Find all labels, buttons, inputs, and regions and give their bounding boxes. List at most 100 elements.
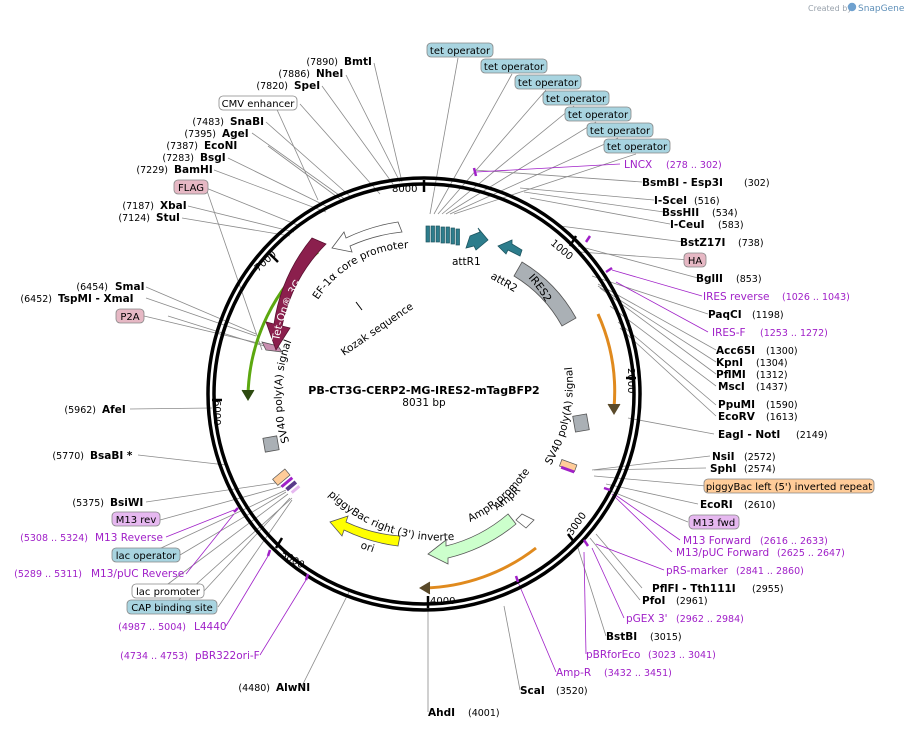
site-pos: (1312) xyxy=(756,370,788,381)
site-pos: (2572) xyxy=(744,452,776,463)
svg-text:CMV enhancer: CMV enhancer xyxy=(222,99,296,110)
svg-text:tet operator: tet operator xyxy=(546,94,607,105)
site-pos: (1613) xyxy=(766,412,798,423)
svg-text:lac operator: lac operator xyxy=(116,551,177,562)
svg-text:lac promoter: lac promoter xyxy=(136,587,201,598)
ampr-promoter-block xyxy=(515,513,535,529)
primer-name: pGEX 3' xyxy=(626,613,668,625)
tick-label-8000: 8000 xyxy=(392,184,417,195)
plasmid-name: PB-CT3G-CERP2-MG-IRES2-mTagBFP2 xyxy=(308,384,539,397)
site-name: ScaI xyxy=(520,685,545,697)
box-lac-promoter: lac promoter xyxy=(131,583,205,599)
site-name: SphI xyxy=(710,463,736,475)
primer-name: M13/pUC Forward xyxy=(676,547,769,559)
ampr-arrow xyxy=(427,513,517,565)
site-name: NheI xyxy=(316,68,343,80)
site-pos: (4480) xyxy=(238,683,270,694)
site-name: KpnI xyxy=(716,357,743,369)
site-pos: (7395) xyxy=(184,129,216,140)
plasmid-length: 8031 bp xyxy=(402,397,446,409)
site-name: XbaI xyxy=(160,200,187,212)
svg-text:tet operator: tet operator xyxy=(484,62,545,73)
svg-text:FLAG: FLAG xyxy=(178,183,204,194)
primer-name: M13/pUC Reverse xyxy=(91,568,184,580)
site-pos: (4001) xyxy=(468,708,500,719)
tet-operator-blocks xyxy=(425,225,460,246)
primer-name: M13 Reverse xyxy=(95,532,163,544)
site-name: AgeI xyxy=(222,128,249,140)
sv40-left-block xyxy=(262,435,280,453)
piggybac-right-block xyxy=(272,468,301,494)
site-pos: (6452) xyxy=(20,294,52,305)
site-name: PflFI - Tth111I xyxy=(652,583,736,595)
site-pos: (534) xyxy=(712,208,738,219)
orange-arc-bottom xyxy=(423,546,537,590)
attr2-arrow xyxy=(497,239,523,257)
left-primer-labels: (5308 .. 5324) M13 Reverse (5289 .. 5311… xyxy=(14,532,260,662)
site-name: Acc65I xyxy=(716,345,755,357)
site-pos: (7387) xyxy=(166,141,198,152)
tick-label-3000: 3000 xyxy=(565,511,589,538)
primer-name: L4440 xyxy=(194,621,227,633)
site-pos: (2149) xyxy=(796,430,828,441)
ef1a-label: EF-1α core promoter xyxy=(310,239,409,302)
primer-pos: (2962 .. 2984) xyxy=(676,614,744,625)
primer-ring-marks xyxy=(233,167,613,583)
svg-text:tet operator: tet operator xyxy=(430,46,491,57)
box-p2a: P2A xyxy=(115,308,145,324)
site-name: AlwNI xyxy=(276,682,310,694)
site-name: BamHI xyxy=(174,164,213,176)
site-pos: (7229) xyxy=(136,165,168,176)
box-m13rev: M13 rev xyxy=(111,511,161,527)
site-pos: (6454) xyxy=(76,282,108,293)
site-name: BstZ17I xyxy=(680,237,725,249)
tick-label-2000: 2000 xyxy=(625,368,636,393)
primer-name: IRES reverse xyxy=(703,291,770,303)
box-piggybac-left-label: piggyBac left (5') inverted repeat xyxy=(706,482,872,493)
primer-pos: (4987 .. 5004) xyxy=(118,622,186,633)
left-site-labels: (7890) BmtI (7886) NheI (7820) SpeI (748… xyxy=(20,56,371,694)
attr2-label: attR2 xyxy=(489,270,520,295)
site-name: I-SceI xyxy=(654,195,687,207)
site-pos: (516) xyxy=(694,196,720,207)
orange-arc-bottom-arrowhead xyxy=(419,581,431,595)
site-pos: (2574) xyxy=(744,464,776,475)
box-m13fwd xyxy=(688,514,740,530)
site-name: PfoI xyxy=(642,595,665,607)
box-ha xyxy=(683,252,707,268)
box-flag: FLAG xyxy=(173,179,209,195)
primer-name: LNCX xyxy=(624,159,652,171)
site-pos: (3520) xyxy=(556,686,588,697)
primer-pos: (2841 .. 2860) xyxy=(736,566,804,577)
site-pos: (5375) xyxy=(72,498,104,509)
site-pos: (738) xyxy=(738,238,764,249)
primer-name: pBR322ori-F xyxy=(195,650,260,662)
sv40-right-block xyxy=(572,413,590,433)
tet-operator-boxes: tet operator tet operator tet operator t… xyxy=(426,42,671,154)
site-name: PaqCI xyxy=(708,309,742,321)
site-pos: (7886) xyxy=(278,69,310,80)
primer-name: IRES-F xyxy=(712,327,746,339)
teton-arrow xyxy=(265,237,327,351)
primer-pos: (5308 .. 5324) xyxy=(20,533,88,544)
site-pos: (1437) xyxy=(756,382,788,393)
primer-pos: (3023 .. 3041) xyxy=(648,650,716,661)
site-pos: (302) xyxy=(744,178,770,189)
site-name: EcoRI xyxy=(700,499,733,511)
site-pos: (1300) xyxy=(766,346,798,357)
site-pos: (7820) xyxy=(256,81,288,92)
site-pos: (853) xyxy=(736,274,762,285)
svg-text:tet operator: tet operator xyxy=(590,126,651,137)
tick-label-7000: 7000 xyxy=(253,249,279,274)
kozak-mark xyxy=(355,301,363,311)
credit-prefix: Created by xyxy=(808,4,852,13)
tick-label-4000: 4000 xyxy=(430,596,455,607)
orange-arc-right-arrowhead xyxy=(607,403,621,415)
site-name: BglII xyxy=(696,273,723,285)
primer-name: pRS-marker xyxy=(666,565,729,577)
sv40-left-label: SV40 poly(A) signal xyxy=(273,338,295,445)
primer-pos: (5289 .. 5311) xyxy=(14,569,82,580)
site-name: StuI xyxy=(156,212,180,224)
svg-text:tet operator: tet operator xyxy=(568,110,629,121)
snapgene-logo-icon xyxy=(847,2,857,12)
